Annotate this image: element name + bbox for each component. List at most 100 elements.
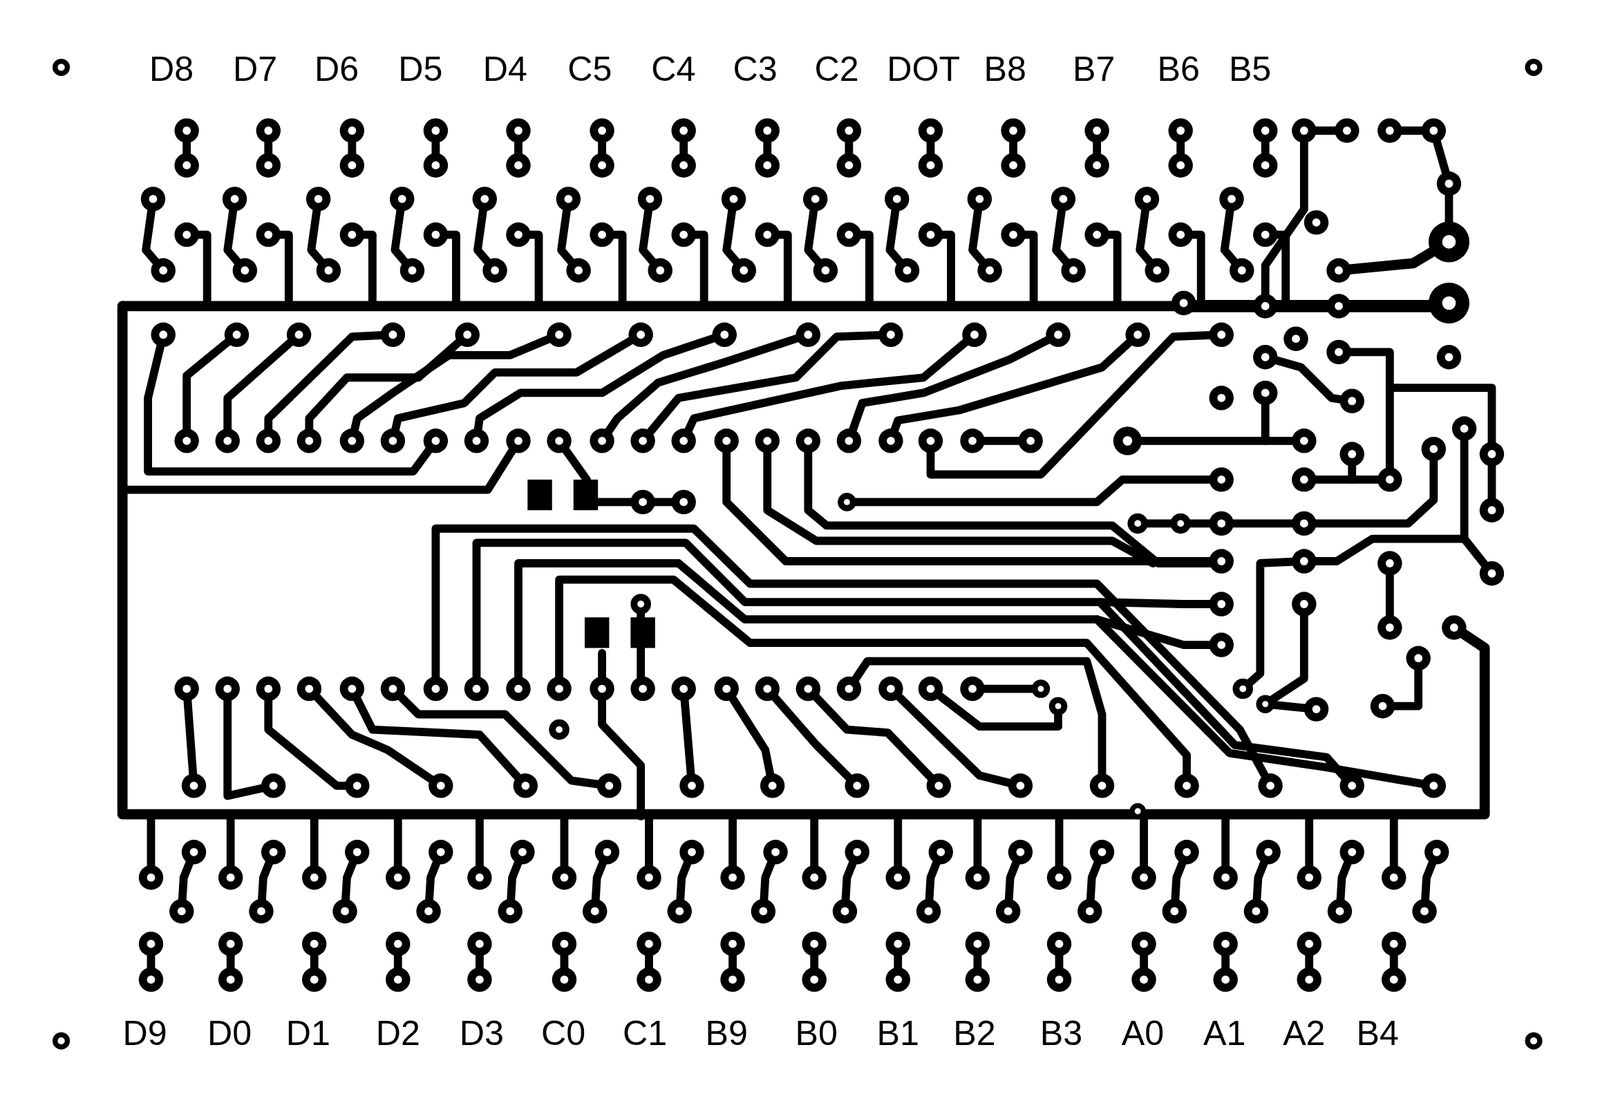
solder-pad	[1424, 839, 1449, 864]
solder-pad	[389, 186, 414, 211]
solder-pad	[505, 118, 531, 143]
copper-trace	[122, 306, 1485, 815]
solder-pad	[1047, 931, 1072, 956]
solder-pad	[796, 322, 821, 347]
pin-label: C5	[567, 51, 612, 86]
drill-hole	[158, 330, 168, 339]
drill-hole	[1300, 436, 1309, 446]
solder-pad	[256, 222, 281, 247]
drill-hole	[269, 781, 278, 790]
solder-pad	[1297, 967, 1322, 992]
solder-pad	[151, 322, 176, 347]
solder-pad	[671, 676, 696, 701]
solder-pad	[1168, 152, 1193, 177]
drill-hole	[903, 266, 912, 275]
mount-hole	[1527, 61, 1540, 74]
solder-pad	[505, 428, 531, 453]
drill-hole	[810, 873, 819, 882]
drill-hole	[147, 873, 156, 882]
solder-pad	[556, 186, 581, 211]
solder-pad	[1377, 118, 1402, 143]
drill-hole	[973, 873, 982, 882]
drill-hole	[1335, 907, 1345, 916]
drill-hole	[1085, 907, 1095, 916]
drill-hole	[841, 907, 850, 916]
solder-pad	[344, 839, 370, 864]
drill-hole	[347, 126, 356, 135]
copper-trace	[1304, 351, 1390, 480]
solder-pad	[1209, 632, 1234, 657]
solder-pad	[928, 839, 954, 864]
drill-hole	[1347, 396, 1357, 406]
drill-hole	[518, 848, 527, 857]
drill-hole	[768, 781, 777, 790]
drill-hole	[182, 230, 191, 240]
drill-hole	[811, 194, 820, 204]
solder-pad	[1131, 865, 1156, 890]
solder-pad	[423, 222, 448, 247]
drill-hole	[1445, 353, 1454, 362]
solder-pad	[1174, 773, 1199, 798]
solder-pad	[464, 676, 489, 701]
drill-hole	[843, 499, 851, 506]
drill-hole	[232, 330, 242, 339]
solder-pad	[1291, 591, 1316, 616]
solder-pad	[589, 118, 614, 143]
drill-hole	[926, 161, 936, 170]
solder-pad	[671, 428, 696, 453]
solder-pad	[844, 773, 869, 798]
drill-hole	[722, 436, 731, 446]
solder-pad	[713, 428, 739, 453]
drill-hole	[1217, 599, 1226, 609]
solder-pad	[286, 322, 312, 347]
solder-pad	[1125, 322, 1150, 347]
solder-pad	[1421, 118, 1446, 143]
solder-pad	[340, 152, 365, 177]
pin-label: B1	[877, 1015, 920, 1050]
drill-hole	[514, 161, 523, 170]
drill-hole	[644, 939, 654, 949]
solder-pad	[630, 490, 655, 515]
drill-hole	[431, 126, 441, 135]
drill-hole	[521, 781, 530, 790]
solder-pad	[1377, 550, 1402, 576]
solder-pad	[813, 258, 838, 283]
pin-label: B2	[953, 1015, 996, 1050]
drill-hole	[638, 436, 647, 446]
solder-pad	[878, 428, 903, 453]
drill-hole	[226, 939, 235, 949]
solder-pad	[222, 186, 247, 211]
drill-hole	[264, 126, 273, 135]
solder-pad	[597, 773, 622, 798]
drill-hole	[934, 781, 943, 790]
drill-hole	[679, 126, 688, 135]
drill-hole	[149, 194, 158, 204]
solder-pad	[1479, 497, 1504, 522]
drill-hole	[436, 848, 446, 857]
solder-pad	[302, 967, 327, 992]
drill-hole	[182, 436, 191, 446]
solder-pad	[589, 676, 614, 701]
drill-hole	[353, 781, 362, 790]
drill-hole	[1092, 161, 1101, 170]
solder-pad	[796, 676, 821, 701]
drill-hole	[304, 436, 314, 446]
drill-hole	[1450, 623, 1459, 632]
solder-pad	[918, 152, 943, 177]
solder-pad	[918, 676, 943, 701]
solder-pad	[1452, 416, 1477, 441]
solder-pad	[340, 222, 365, 247]
drill-hole	[1488, 569, 1497, 578]
drill-hole	[597, 230, 607, 240]
drill-hole	[1217, 557, 1226, 566]
smd-pad	[584, 617, 609, 648]
solder-pad	[1084, 118, 1109, 143]
solder-pad	[513, 773, 538, 798]
solder-pad	[1405, 646, 1430, 671]
pin-label: C3	[732, 51, 777, 86]
solder-pad	[801, 931, 826, 956]
drill-hole	[821, 266, 831, 275]
solder-pad	[297, 676, 322, 701]
drill-hole	[926, 684, 936, 694]
